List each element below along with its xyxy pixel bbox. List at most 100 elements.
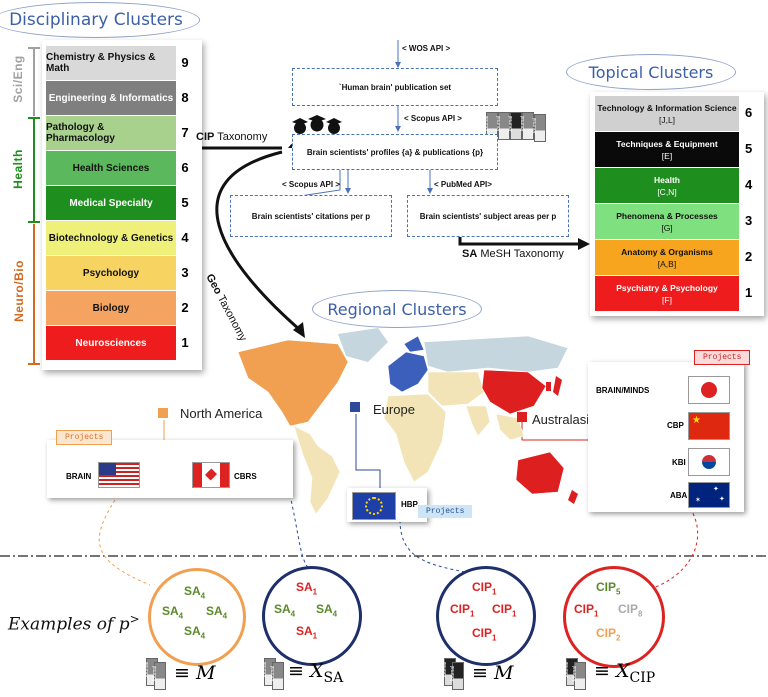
- cip-rest: Taxonomy: [214, 131, 268, 143]
- australia-flag-icon: ✦✦✶: [688, 482, 730, 508]
- journal-label: Journal: [262, 661, 269, 679]
- topical-bar: Phenomena & Processes[G]: [595, 204, 739, 239]
- journal-icon: Journal: [520, 112, 534, 140]
- journal-label: Journal: [484, 115, 491, 133]
- example-circle-4: [563, 566, 665, 668]
- journal-label: Journal: [572, 665, 579, 683]
- example-label: CIP1: [472, 580, 497, 597]
- asia-cbp-label: CBP: [667, 421, 684, 430]
- topical-bar-number: 6: [745, 105, 753, 120]
- asia-brainminds-label: BRAIN/MINDS: [596, 386, 650, 395]
- journal-label: Journal: [508, 115, 515, 133]
- symbol-xsa-main: ≡ X: [288, 660, 324, 682]
- journal-icon: Journal: [270, 662, 284, 690]
- journal-label: Journal: [450, 665, 457, 683]
- na-cbrs-label: CBRS: [234, 472, 257, 481]
- disciplinary-bar: Neurosciences: [46, 326, 176, 361]
- disciplinary-bar-number: 5: [181, 195, 189, 210]
- example-circle-2: [262, 566, 362, 666]
- symbol-xcip-main: ≡ X: [594, 660, 630, 682]
- asia-kbi-label: KBI: [672, 458, 686, 467]
- journal-label: Journal: [442, 661, 449, 679]
- example-label: SA4: [162, 604, 184, 621]
- example-circle-1: [148, 568, 246, 666]
- journal-label: Journal: [532, 117, 539, 135]
- topical-bar-number: 4: [745, 177, 753, 192]
- europe-marker: [350, 402, 360, 412]
- topical-bar-number: 2: [745, 249, 753, 264]
- disciplinary-bar-number: 1: [181, 335, 189, 350]
- disciplinary-bar: Psychology: [46, 256, 176, 291]
- example-label: SA4: [206, 604, 228, 621]
- china-flag-icon: ★: [688, 412, 730, 440]
- scopus-api-label-2: < Scopus API >: [282, 180, 340, 189]
- publication-set-box: `Human brain' publication set: [292, 68, 498, 106]
- bracket-tick: [28, 47, 40, 49]
- asia-aba-label: ABA: [670, 491, 688, 500]
- example-label: SA1: [296, 624, 318, 641]
- disciplinary-bar: Pathology & Pharmacology: [46, 116, 176, 151]
- canada-flag-icon: [192, 462, 230, 488]
- eu-flag-icon: [352, 492, 396, 520]
- disciplinary-bar: Medical Specialty: [46, 186, 176, 221]
- cip-bold: CIP: [196, 131, 215, 143]
- example-label: CIP8: [618, 602, 643, 619]
- citations-box: Brain scientists' citations per p: [230, 195, 392, 237]
- na-brain-label: BRAIN: [66, 472, 92, 481]
- disciplinary-bar-number: 4: [181, 230, 189, 245]
- topical-clusters-title: Topical Clusters: [566, 54, 736, 90]
- topical-bar-number: 5: [745, 141, 753, 156]
- topical-bar-number: 1: [745, 285, 753, 300]
- journal-label: Journal: [152, 665, 159, 683]
- topical-bar-label: Psychiatry & Psychology: [616, 282, 718, 293]
- usa-flag-icon: [98, 462, 140, 488]
- pubmed-api-label: < PubMed API>: [434, 180, 492, 189]
- symbol-xsa: ≡ XSA: [288, 660, 343, 686]
- sci-eng-label: Sci/Eng: [11, 55, 25, 103]
- topical-bar-number: 3: [745, 213, 753, 228]
- disciplinary-bar: Biology: [46, 291, 176, 326]
- subject-areas-box: Brain scientists' subject areas per p: [407, 195, 569, 237]
- disciplinary-bar-number: 2: [181, 300, 189, 315]
- topical-bar-label: Health: [654, 174, 680, 185]
- bracket-tick: [28, 221, 40, 223]
- north-america-marker: [158, 408, 168, 418]
- journal-label: Journal: [496, 115, 503, 133]
- topical-bar: Techniques & Equipment[E]: [595, 132, 739, 167]
- asia-projects-tag: Projects: [694, 350, 751, 365]
- example-circle-3: [436, 566, 536, 666]
- neuro-bio-label: Neuro/Bio: [12, 260, 26, 322]
- example-label: SA4: [274, 602, 296, 619]
- disciplinary-bar: Engineering & Informatics: [46, 81, 176, 116]
- bracket-tick: [28, 363, 40, 365]
- topical-bar-label: Phenomena & Processes: [616, 210, 718, 221]
- bracket-tick: [28, 117, 40, 119]
- example-label: SA4: [184, 624, 206, 641]
- journal-label: Journal: [270, 665, 277, 683]
- example-label: SA1: [296, 580, 318, 597]
- japan-flag-icon: [688, 376, 730, 404]
- topical-bar: Anatomy & Organisms[A,B]: [595, 240, 739, 275]
- topical-bar-code: [A,B]: [657, 258, 677, 269]
- disciplinary-bar-number: 9: [181, 55, 189, 70]
- journal-label: Journal: [564, 661, 571, 679]
- north-america-label: North America: [180, 406, 263, 421]
- journal-icon: Journal: [496, 112, 510, 140]
- example-label: CIP1: [574, 602, 599, 619]
- health-label: Health: [11, 149, 25, 189]
- symbol-xcip-sub: CIP: [629, 669, 656, 686]
- disciplinary-bar-number: 7: [181, 125, 189, 140]
- neuro-bio-bracket: [33, 224, 35, 364]
- sa-taxonomy-label: SA MeSH Taxonomy: [462, 248, 564, 260]
- topical-bar: Health[C,N]: [595, 168, 739, 203]
- na-projects-tag: Projects: [56, 430, 113, 445]
- australasia-label: Australasia: [532, 412, 597, 427]
- topical-bar-code: [C,N]: [657, 186, 677, 197]
- example-label: CIP1: [472, 626, 497, 643]
- regional-clusters-title: Regional Clusters: [312, 290, 482, 328]
- hbp-label: HBP: [401, 500, 418, 509]
- symbol-xcip: ≡ XCIP: [594, 660, 655, 686]
- example-label: CIP1: [492, 602, 517, 619]
- topical-bar-label: Technology & Information Science: [597, 102, 737, 113]
- topical-bar-code: [F]: [662, 294, 672, 305]
